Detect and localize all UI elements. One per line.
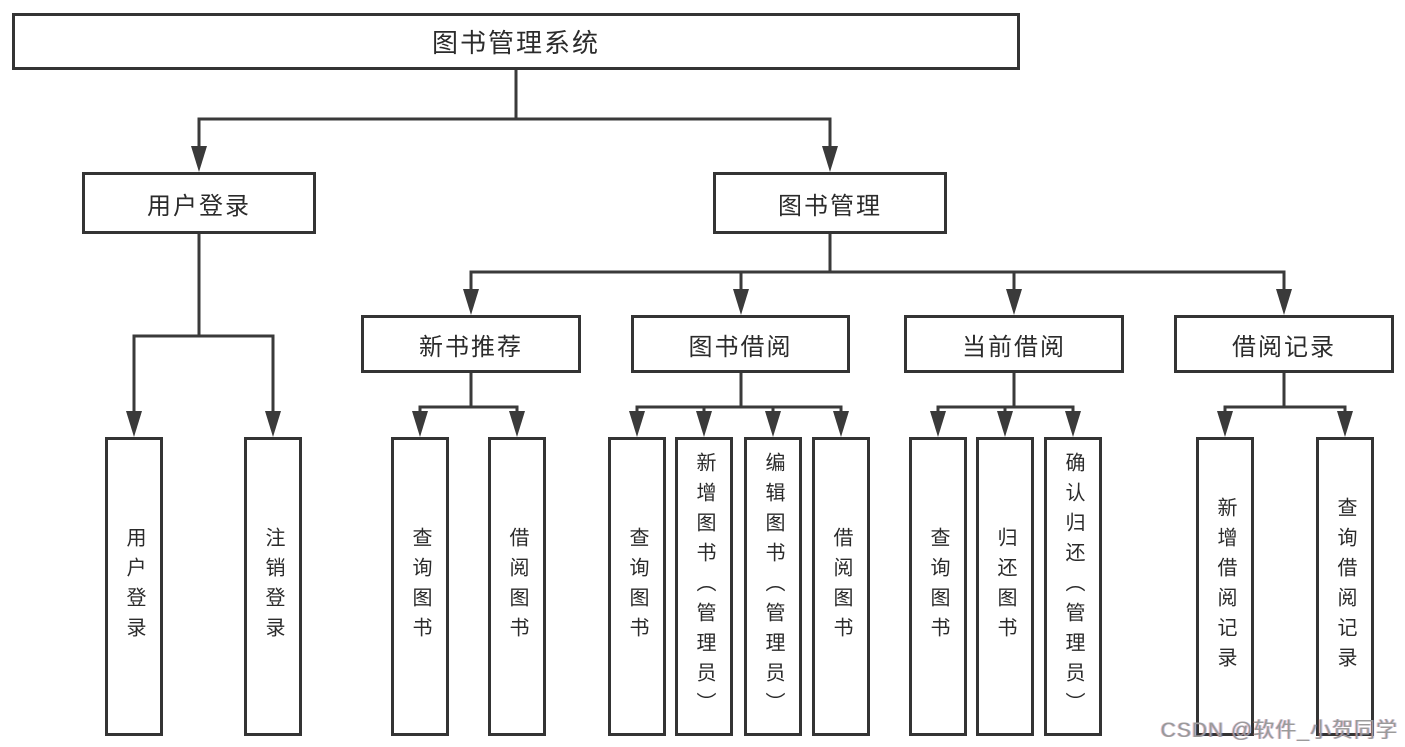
leaf-current-query-books: 查询图书 (909, 437, 967, 736)
node-borrowing-records: 借阅记录 (1174, 315, 1394, 373)
csdn-watermark: CSDN @软件_小贺同学 (1160, 719, 1398, 742)
node-current-borrowing: 当前借阅 (904, 315, 1124, 373)
leaf-logout-label: 注销登录 (262, 526, 284, 647)
leaf-user-login-label: 用户登录 (123, 526, 145, 647)
node-current-borrowing-label: 当前借阅 (962, 333, 1066, 361)
leaf-current-confirm-return: 确认归还（管理员） (1044, 437, 1102, 736)
node-book-borrowing: 图书借阅 (631, 315, 850, 373)
node-book-borrowing-label: 图书借阅 (688, 333, 793, 361)
leaf-borrowing-add-books-label: 新增图书（管理员） (693, 451, 715, 722)
leaf-recommend-borrow-books-label: 借阅图书 (506, 526, 528, 647)
node-root-system: 图书管理系统 (12, 13, 1020, 70)
node-new-book-recommend: 新书推荐 (361, 315, 581, 373)
node-root-label: 图书管理系统 (431, 28, 600, 58)
leaf-borrowing-query-books: 查询图书 (608, 437, 666, 736)
leaf-recommend-query-books-label: 查询图书 (409, 526, 431, 647)
leaf-current-return-books: 归还图书 (976, 437, 1034, 736)
node-user-login-label: 用户登录 (147, 192, 251, 220)
leaf-borrowing-edit-books-label: 编辑图书（管理员） (762, 451, 784, 722)
leaf-current-confirm-return-label: 确认归还（管理员） (1062, 451, 1084, 722)
node-borrowing-records-label: 借阅记录 (1232, 333, 1336, 361)
leaf-borrowing-borrow-books-label: 借阅图书 (830, 526, 852, 647)
leaf-borrowing-edit-books: 编辑图书（管理员） (744, 437, 802, 736)
leaf-user-login: 用户登录 (105, 437, 163, 736)
leaf-records-add-record-label: 新增借阅记录 (1214, 496, 1236, 677)
leaf-recommend-query-books: 查询图书 (391, 437, 449, 736)
node-book-management: 图书管理 (713, 172, 947, 234)
leaf-current-return-books-label: 归还图书 (994, 526, 1016, 647)
leaf-records-add-record: 新增借阅记录 (1196, 437, 1254, 736)
leaf-borrowing-borrow-books: 借阅图书 (812, 437, 870, 736)
node-book-management-label: 图书管理 (778, 192, 882, 220)
leaf-records-query-record: 查询借阅记录 (1316, 437, 1374, 736)
leaf-current-query-books-label: 查询图书 (927, 526, 949, 647)
leaf-borrowing-add-books: 新增图书（管理员） (675, 437, 733, 736)
leaf-borrowing-query-books-label: 查询图书 (626, 526, 648, 647)
node-user-login: 用户登录 (82, 172, 316, 234)
node-new-book-recommend-label: 新书推荐 (419, 333, 523, 361)
leaf-logout: 注销登录 (244, 437, 302, 736)
leaf-recommend-borrow-books: 借阅图书 (488, 437, 546, 736)
arrowheads (126, 146, 1353, 437)
leaf-records-query-record-label: 查询借阅记录 (1334, 496, 1356, 677)
